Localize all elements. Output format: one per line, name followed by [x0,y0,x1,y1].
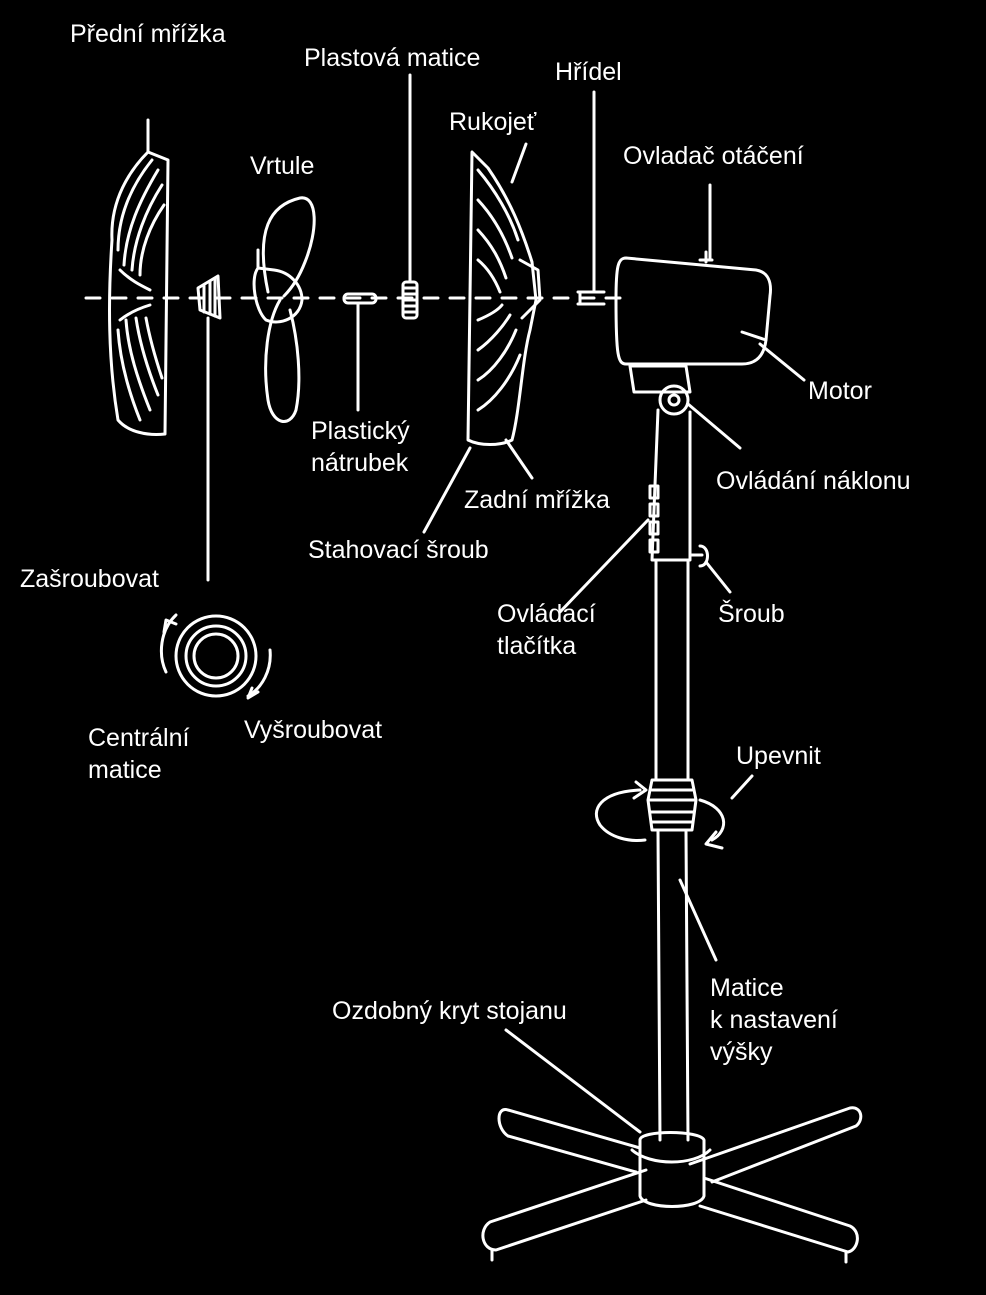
label-handle: Rukojeť [449,108,537,136]
label-plastic-sleeve: Plastický nátrubek [311,417,410,477]
label-screw: Šroub [718,600,785,628]
plastic-sleeve-shape [342,292,378,412]
central-nut-shape [196,274,222,582]
label-fasten: Upevnit [736,742,821,770]
plastic-nut-shape [401,73,419,320]
pole-shape [558,384,742,1142]
label-propeller: Vrtule [250,152,315,180]
central-nut-detail [159,613,272,700]
label-rear-grille: Zadní mřížka [464,486,610,514]
fasten-arrows [594,774,754,850]
label-oscillation-control: Ovladač otáčení [623,142,804,170]
label-shaft: Hřídel [555,58,622,86]
label-stand-cover: Ozdobný kryt stojanu [332,997,567,1025]
label-central-nut: Centrální matice [88,724,190,784]
label-tilt-control: Ovládání náklonu [716,467,911,495]
rear-grille-shape [422,142,542,534]
label-clamp-screw: Stahovací šroub [308,536,489,564]
base-shape [481,1028,863,1264]
label-control-buttons: Ovládací tlačítka [497,600,596,660]
label-motor: Motor [808,377,872,405]
label-height-nut: Matice k nastavení výšky [710,974,838,1066]
label-plastic-nut: Plastová matice [304,44,481,72]
label-front-grille: Přední mřížka [70,20,226,48]
motor-shape [614,183,806,394]
shaft-shape [576,90,606,306]
label-unscrew: Vyšroubovat [244,716,383,744]
propeller-shape [252,196,316,423]
front-grille-shape [108,118,170,436]
label-screw-in: Zašroubovat [20,565,159,593]
